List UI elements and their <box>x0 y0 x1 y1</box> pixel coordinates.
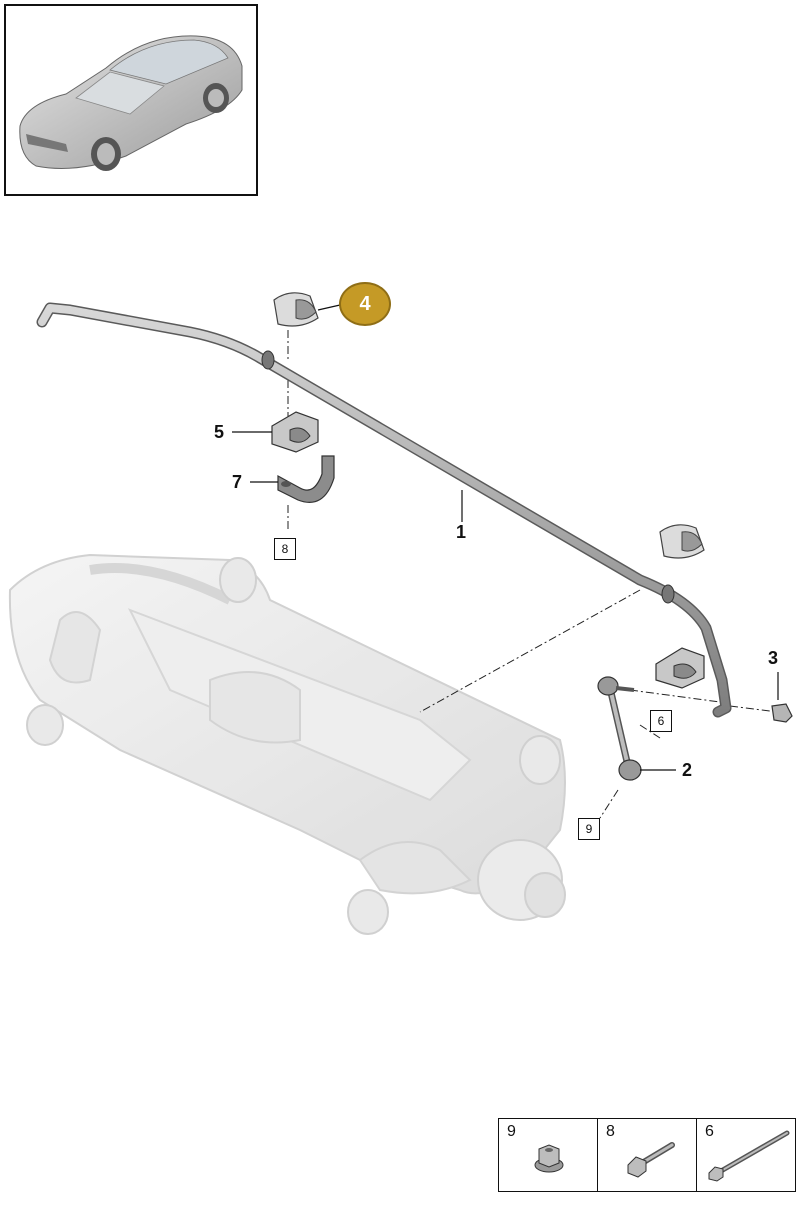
subframe-assembly <box>8 553 566 935</box>
callout-part-5[interactable]: 5 <box>214 422 225 442</box>
self-locking-nut <box>771 703 793 723</box>
legend-cell-nut[interactable]: 9 <box>499 1119 598 1191</box>
ref-box-6[interactable]: 6 <box>650 710 672 732</box>
fastener-legend: 9 8 6 <box>498 1118 796 1192</box>
rubber-mount-upper-left <box>273 292 319 327</box>
rubber-mount-right <box>659 524 705 559</box>
callout-part-2[interactable]: 2 <box>682 760 693 780</box>
stabilizer-bar <box>36 302 732 718</box>
clamp-bracket <box>277 455 335 503</box>
legend-number: 6 <box>705 1123 714 1140</box>
coupling-rod <box>597 676 642 781</box>
leader-lines <box>232 304 779 771</box>
legend-cell-long-bolt[interactable]: 6 <box>697 1119 795 1191</box>
bracket-housing-right <box>655 647 705 689</box>
highlighted-part-callout[interactable]: 4 <box>339 282 391 326</box>
flange-nut-icon <box>534 1144 564 1173</box>
callout-part-7[interactable]: 7 <box>232 472 243 492</box>
callout-part-3[interactable]: 3 <box>768 648 779 668</box>
ref-box-8[interactable]: 8 <box>274 538 296 560</box>
legend-number: 8 <box>606 1123 615 1140</box>
legend-number: 9 <box>507 1123 516 1140</box>
vehicle-thumbnail <box>4 4 258 196</box>
legend-cell-short-bolt[interactable]: 8 <box>598 1119 697 1191</box>
bracket-housing-left <box>271 411 319 453</box>
callout-part-1[interactable]: 1 <box>456 522 467 542</box>
ref-box-9[interactable]: 9 <box>578 818 600 840</box>
car-illustration <box>19 35 243 171</box>
short-bolt-icon <box>627 1142 675 1178</box>
long-bolt-icon <box>708 1130 790 1182</box>
